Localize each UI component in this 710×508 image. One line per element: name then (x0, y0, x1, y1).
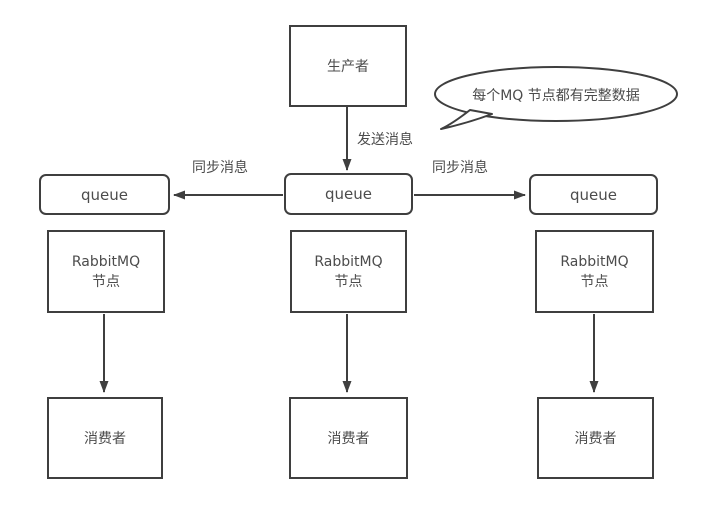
queue-box-left: queue (39, 174, 170, 215)
consumer-box-right: 消费者 (537, 397, 654, 479)
speech-bubble-tail (440, 109, 493, 130)
rabbitmq-node-label: RabbitMQ 节点 (314, 253, 383, 290)
queue-label: queue (570, 185, 617, 204)
send-message-label: 发送消息 (357, 132, 413, 148)
queue-label: queue (81, 185, 128, 204)
sync-left-label: 同步消息 (192, 160, 248, 176)
rabbitmq-node-box-left: RabbitMQ 节点 (47, 230, 165, 313)
rabbitmq-node-label: RabbitMQ 节点 (71, 253, 141, 290)
sync-right-label: 同步消息 (432, 160, 488, 176)
consumer-box-left: 消费者 (47, 397, 163, 479)
rabbitmq-node-label: RabbitMQ 节点 (560, 253, 629, 290)
consumer-box-middle: 消费者 (289, 397, 408, 479)
producer-label: 生产者 (327, 59, 369, 75)
queue-label: queue (325, 185, 372, 203)
rabbitmq-node-box-right: RabbitMQ 节点 (535, 230, 654, 313)
rabbitmq-node-box-middle: RabbitMQ 节点 (290, 230, 407, 313)
speech-bubble-text: 每个MQ 节点都有完整数据 (472, 88, 640, 104)
speech-bubble (434, 66, 678, 130)
consumer-label: 消费者 (84, 431, 126, 447)
queue-box-right: queue (529, 174, 658, 215)
producer-box: 生产者 (289, 25, 407, 107)
queue-box-middle: queue (284, 173, 413, 215)
consumer-label: 消费者 (574, 431, 617, 447)
consumer-label: 消费者 (327, 431, 370, 447)
